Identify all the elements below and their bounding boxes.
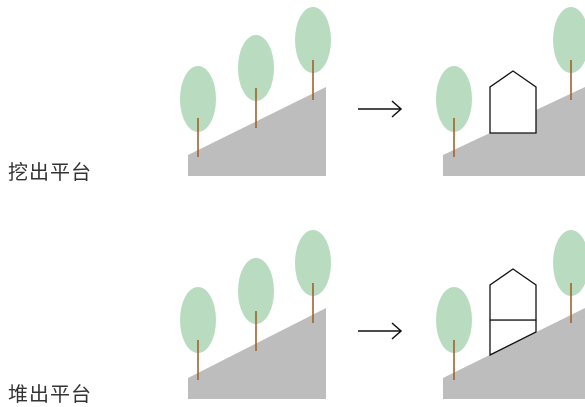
row-cut-before (180, 7, 331, 176)
row-fill-after (436, 230, 585, 399)
arrow-right-icon (358, 100, 403, 118)
tree (180, 66, 216, 157)
arrow-right-icon (358, 322, 403, 340)
tree (238, 258, 274, 351)
house-icon (489, 268, 537, 321)
slope (443, 308, 585, 399)
tree (180, 287, 216, 380)
tree (436, 287, 472, 380)
tree (553, 7, 585, 100)
row-fill-before (180, 230, 331, 399)
tree (295, 7, 331, 100)
tree (295, 230, 331, 323)
tree (553, 230, 585, 323)
label-cut-platform: 挖出平台 (8, 160, 92, 184)
slope-with-cut (443, 87, 585, 176)
slope (188, 308, 326, 399)
tree (436, 66, 472, 157)
house-icon (489, 70, 537, 134)
label-fill-platform: 堆出平台 (8, 382, 92, 406)
row-cut-after (436, 7, 585, 176)
tree (238, 35, 274, 128)
slope (188, 87, 326, 176)
